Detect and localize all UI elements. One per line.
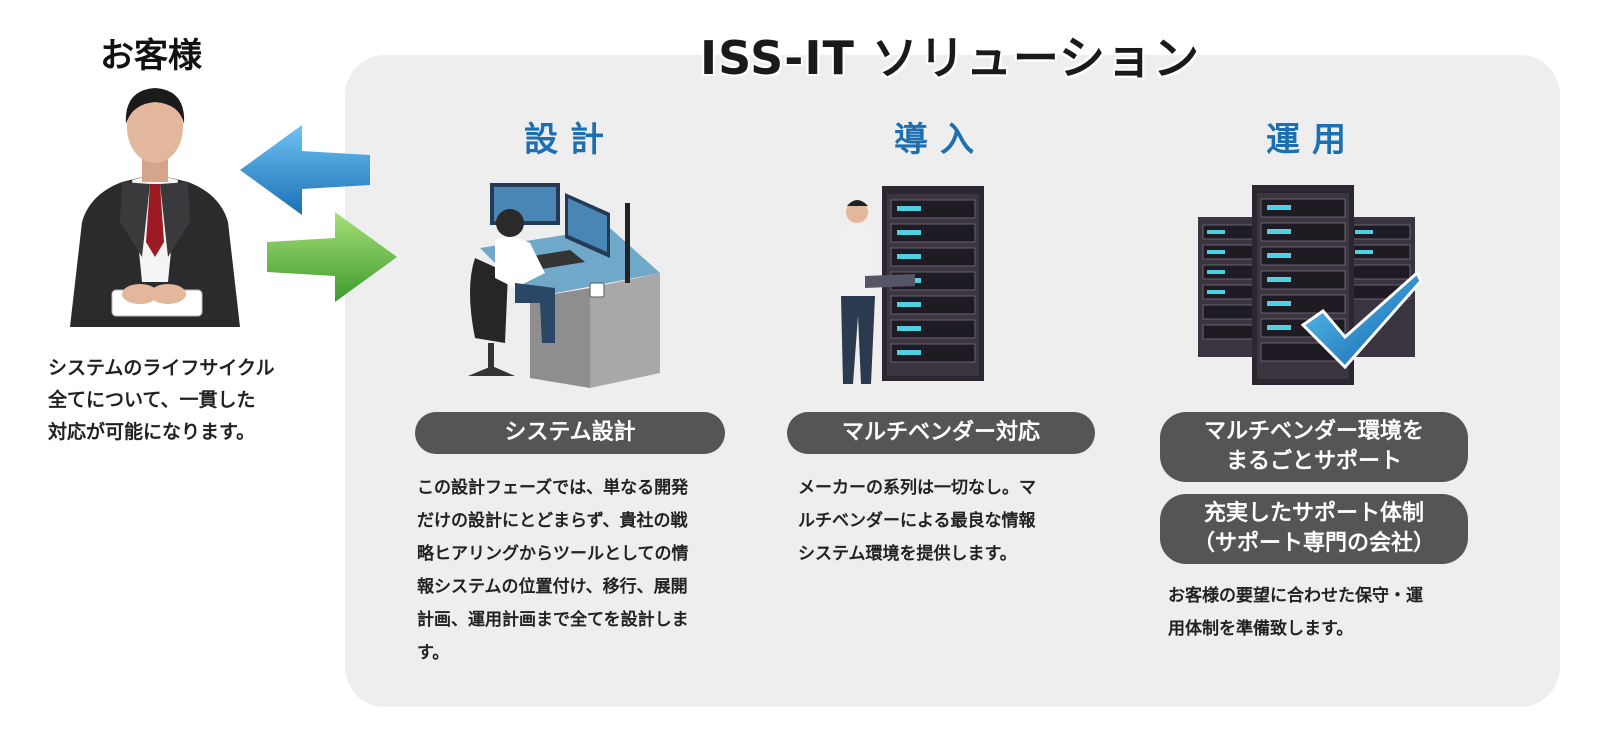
server-technician-icon xyxy=(825,186,990,391)
server-checkmark-icon xyxy=(1195,185,1425,390)
pill-multivendor: マルチベンダー対応 xyxy=(787,412,1095,454)
main-title: ISS-IT ソリューション xyxy=(700,31,1200,85)
arrow-left-icon xyxy=(240,125,375,215)
phase-title-operate: 運用 xyxy=(1266,120,1358,160)
arrow-right-icon xyxy=(262,212,397,302)
operate-description: お客様の要望に合わせた保守・運 用体制を準備致します。 xyxy=(1168,586,1423,639)
pill-system-design: システム設計 xyxy=(415,412,725,454)
deploy-description: メーカーの系列は一切なし。マ ルチベンダーによる最良な情報 システム環境を提供し… xyxy=(798,478,1036,564)
design-description: この設計フェーズでは、単なる開発 だけの設計にとどまらず、貴社の戦 略ヒアリング… xyxy=(417,478,689,663)
phase-title-design: 設計 xyxy=(524,120,616,160)
customer-title: お客様 xyxy=(100,36,202,76)
phase-title-deploy: 導入 xyxy=(894,120,986,160)
pill-support-structure: 充実したサポート体制 （サポート専門の会社） xyxy=(1160,494,1468,564)
customer-description: システムのライフサイクル 全てについて、一貫した 対応が可能になります。 xyxy=(48,357,275,443)
businessman-icon xyxy=(60,82,250,332)
pill-multivendor-support: マルチベンダー環境を まるごとサポート xyxy=(1160,412,1468,482)
workstation-icon xyxy=(460,178,670,393)
